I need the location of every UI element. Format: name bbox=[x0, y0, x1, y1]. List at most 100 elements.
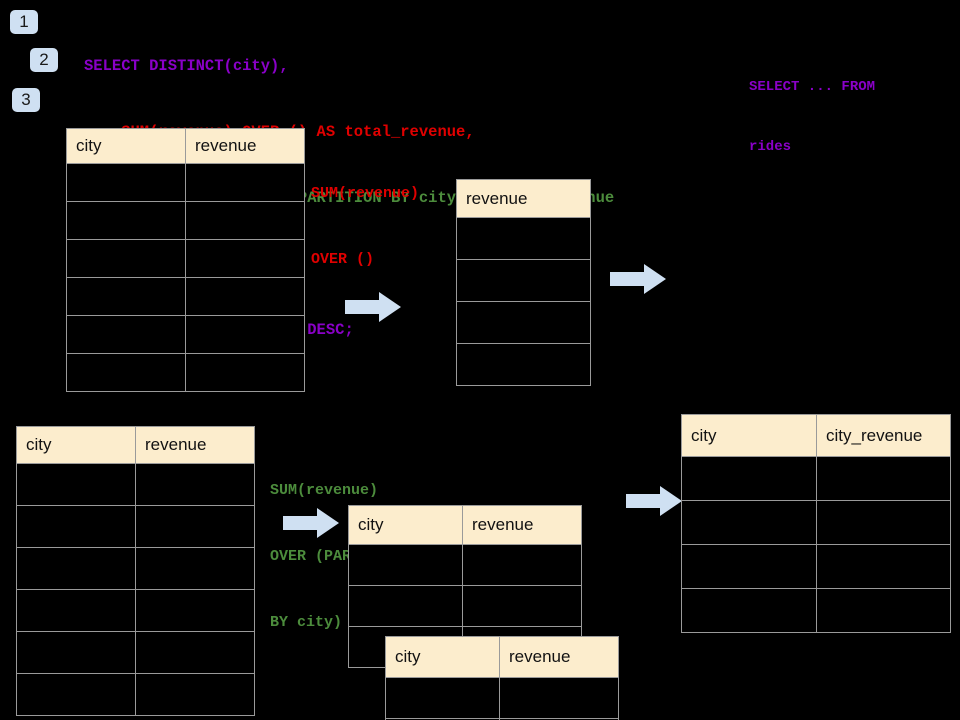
arrow-right-icon-1 bbox=[345, 290, 401, 324]
cell bbox=[135, 631, 255, 674]
cell bbox=[135, 463, 255, 506]
cell bbox=[456, 217, 591, 260]
column-header-revenue: revenue bbox=[135, 426, 255, 464]
table-row bbox=[681, 456, 951, 501]
cell bbox=[385, 677, 500, 719]
column-header-revenue: revenue bbox=[456, 179, 591, 218]
table-row bbox=[66, 315, 305, 354]
cell bbox=[16, 589, 136, 632]
cell bbox=[66, 163, 186, 202]
cell bbox=[135, 547, 255, 590]
annotation-sum-over-empty: SUM(revenue) OVER () bbox=[311, 139, 419, 315]
table-rides-bottom: city revenue bbox=[16, 426, 255, 716]
cell bbox=[66, 239, 186, 278]
table-row bbox=[456, 259, 591, 302]
table-row bbox=[66, 239, 305, 278]
table-total-revenue: revenue bbox=[456, 179, 591, 386]
cell bbox=[816, 544, 951, 589]
table-header-row: city revenue bbox=[348, 505, 582, 545]
table-row bbox=[16, 631, 255, 674]
table-row bbox=[66, 353, 305, 392]
cell bbox=[185, 353, 305, 392]
cell bbox=[135, 673, 255, 716]
step-badge-2: 2 bbox=[30, 48, 58, 72]
table-header-row: city revenue bbox=[66, 128, 305, 164]
column-header-revenue: revenue bbox=[499, 636, 619, 678]
table-row bbox=[16, 505, 255, 548]
column-header-city: city bbox=[681, 414, 817, 457]
column-header-city: city bbox=[16, 426, 136, 464]
table-header-row: city revenue bbox=[16, 426, 255, 464]
table-rides-top: city revenue bbox=[66, 128, 305, 392]
cell bbox=[185, 315, 305, 354]
table-row bbox=[66, 277, 305, 316]
table-row bbox=[348, 544, 582, 586]
cell bbox=[135, 589, 255, 632]
annotation-select-from: SELECT ... FROM rides bbox=[749, 37, 875, 197]
cell bbox=[462, 585, 582, 627]
table-row bbox=[385, 677, 619, 719]
cell bbox=[681, 588, 817, 633]
cell bbox=[185, 277, 305, 316]
table-result: city city_revenue bbox=[681, 414, 951, 633]
cell bbox=[66, 315, 186, 354]
table-row bbox=[456, 343, 591, 386]
table-header-row: city city_revenue bbox=[681, 414, 951, 457]
step-badge-3: 3 bbox=[12, 88, 40, 112]
annotation-sum-over-partition-line-3: BY city) bbox=[270, 614, 343, 631]
cell bbox=[681, 544, 817, 589]
arrow-right-icon-3 bbox=[283, 506, 339, 540]
table-row bbox=[456, 217, 591, 260]
cell bbox=[16, 463, 136, 506]
cell bbox=[456, 301, 591, 344]
cell bbox=[348, 544, 463, 586]
cell bbox=[66, 353, 186, 392]
cell bbox=[16, 505, 136, 548]
table-row bbox=[16, 589, 255, 632]
sql-line-1: SELECT DISTINCT(city), bbox=[84, 57, 289, 75]
table-row bbox=[16, 673, 255, 716]
annotation-select-from-line-2: rides bbox=[749, 139, 792, 155]
cell bbox=[185, 239, 305, 278]
column-header-city-revenue: city_revenue bbox=[816, 414, 951, 457]
table-row bbox=[681, 588, 951, 633]
cell bbox=[681, 456, 817, 501]
cell bbox=[681, 500, 817, 545]
cell bbox=[816, 588, 951, 633]
annotation-sum-over-partition-line-1: SUM(revenue) bbox=[270, 482, 379, 499]
cell bbox=[16, 547, 136, 590]
cell bbox=[816, 500, 951, 545]
cell bbox=[348, 585, 463, 627]
table-row bbox=[16, 547, 255, 590]
cell bbox=[135, 505, 255, 548]
table-header-row: revenue bbox=[456, 179, 591, 218]
cell bbox=[456, 259, 591, 302]
table-row bbox=[385, 718, 619, 720]
cell bbox=[16, 631, 136, 674]
column-header-city: city bbox=[385, 636, 500, 678]
table-row bbox=[456, 301, 591, 344]
column-header-revenue: revenue bbox=[462, 505, 582, 545]
cell bbox=[16, 673, 136, 716]
annotation-sum-over-empty-line-1: SUM(revenue) bbox=[311, 185, 420, 202]
cell bbox=[456, 343, 591, 386]
step-badge-1: 1 bbox=[10, 10, 38, 34]
arrow-right-icon-2 bbox=[610, 262, 666, 296]
table-row bbox=[348, 585, 582, 627]
table-partition-back: city revenue bbox=[385, 636, 619, 720]
annotation-select-from-line-1: SELECT ... FROM bbox=[749, 79, 876, 95]
cell bbox=[816, 456, 951, 501]
table-row bbox=[66, 163, 305, 202]
table-header-row: city revenue bbox=[385, 636, 619, 678]
column-header-city: city bbox=[66, 128, 186, 164]
cell bbox=[185, 201, 305, 240]
cell bbox=[499, 677, 619, 719]
table-row bbox=[66, 201, 305, 240]
cell bbox=[462, 544, 582, 586]
column-header-city: city bbox=[348, 505, 463, 545]
table-row bbox=[681, 544, 951, 589]
cell bbox=[499, 718, 619, 720]
cell bbox=[66, 201, 186, 240]
annotation-sum-over-empty-line-2: OVER () bbox=[311, 251, 375, 268]
